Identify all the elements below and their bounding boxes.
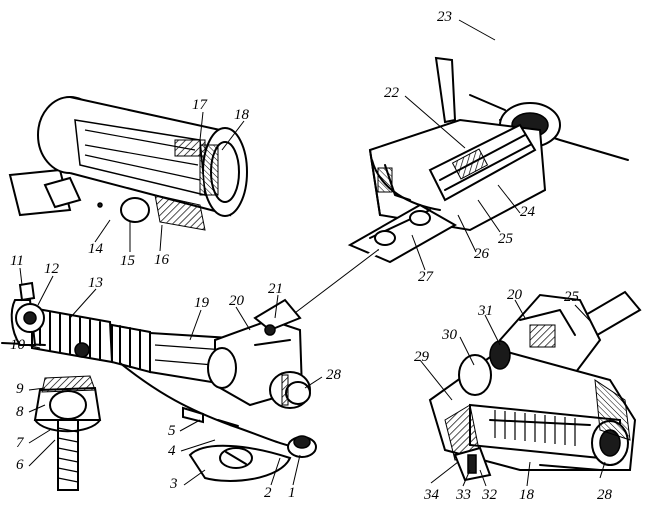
callout-28-main: 28: [326, 367, 341, 383]
callout-3: 3: [170, 476, 178, 492]
ball-joint-detail: [33, 375, 102, 491]
callout-30: 30: [442, 327, 457, 343]
tie-rod-and-knuckle: [119, 362, 317, 482]
callout-17: 17: [192, 97, 207, 113]
rack-housing: [1, 281, 311, 409]
callout-28-cutaway: 28: [597, 487, 612, 503]
callout-8: 8: [16, 404, 24, 420]
callout-20-cutaway: 20: [507, 287, 522, 303]
callout-21: 21: [268, 281, 283, 297]
steering-column: [347, 56, 547, 264]
callout-19: 19: [194, 295, 209, 311]
callout-25-cutaway: 25: [564, 289, 579, 305]
callout-27: 27: [418, 269, 433, 285]
callout-12: 12: [44, 261, 59, 277]
callout-9: 9: [16, 381, 24, 397]
callout-26: 26: [474, 246, 489, 262]
callout-14: 14: [88, 241, 103, 257]
callout-33: 33: [456, 487, 471, 503]
callout-11: 11: [10, 253, 24, 269]
callout-15: 15: [120, 253, 135, 269]
callout-4: 4: [168, 443, 176, 459]
gearbox-cutaway: [428, 290, 642, 482]
callout-18-top: 18: [234, 107, 249, 123]
callout-32: 32: [482, 487, 497, 503]
callout-31: 31: [478, 303, 493, 319]
callout-29: 29: [414, 349, 429, 365]
callout-1: 1: [288, 485, 296, 501]
callout-24: 24: [520, 204, 535, 220]
callout-25-column: 25: [498, 231, 513, 247]
top-left-cutaway: [8, 96, 248, 231]
callout-6: 6: [16, 457, 24, 473]
callout-2: 2: [264, 485, 272, 501]
callout-5: 5: [168, 423, 176, 439]
callout-20-main: 20: [229, 293, 244, 309]
leader-lines: [19, 19, 606, 487]
callout-16: 16: [154, 252, 169, 268]
callout-13: 13: [88, 275, 103, 291]
callout-23: 23: [437, 9, 452, 25]
callout-34: 34: [424, 487, 439, 503]
callout-7: 7: [16, 435, 24, 451]
callout-18-bottom: 18: [519, 487, 534, 503]
intermediate-shaft: [281, 247, 380, 325]
callout-22: 22: [384, 85, 399, 101]
callout-10: 10: [10, 337, 25, 353]
